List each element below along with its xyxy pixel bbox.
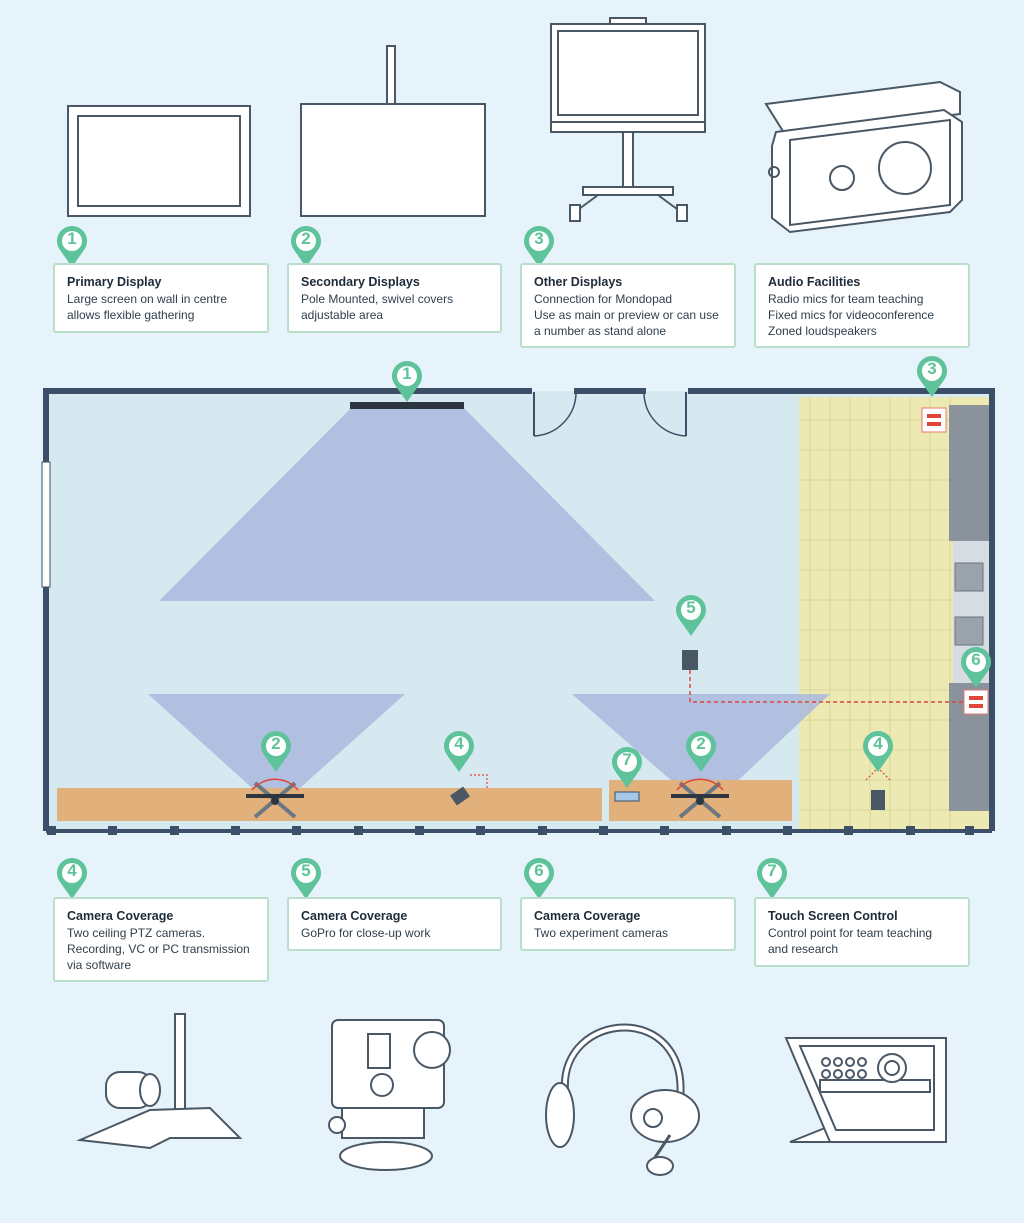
floor-plan: [41, 388, 995, 835]
info-card-camera-gopro: Camera Coverage GoPro for close-up work: [287, 897, 502, 951]
card-line: Radio mics for team teaching: [768, 292, 924, 306]
card-title: Audio Facilities: [768, 275, 861, 289]
card-line: Pole Mounted, swivel covers: [301, 292, 454, 306]
info-card-primary-display: Primary Display Large screen on wall in …: [53, 263, 269, 333]
marker-pin-icon: 5: [289, 858, 323, 900]
card-title: Primary Display: [67, 275, 162, 289]
card-title: Touch Screen Control: [768, 909, 898, 923]
info-card-other-displays: Other Displays Connection for Mondopad U…: [520, 263, 736, 348]
ptz-camera-icon: [76, 1013, 243, 1150]
loudspeaker-icon: [764, 80, 963, 234]
gopro-plan-icon: [450, 774, 488, 806]
marker-pin-icon: 6: [522, 858, 556, 900]
card-line: Connection for Mondopad: [534, 292, 673, 306]
card-line: Large screen on wall in centre: [67, 292, 228, 306]
info-card-secondary-displays: Secondary Displays Pole Mounted, swivel …: [287, 263, 502, 333]
plan-marker-pin-icon: 6: [959, 647, 993, 689]
plan-marker-pin-icon: 3: [915, 356, 949, 398]
plan-marker-pin-icon: 7: [610, 747, 644, 789]
gopro-camera-icon: [328, 1019, 451, 1171]
pole-display-plan-icon: [671, 778, 729, 819]
marker-pin-icon: 1: [55, 226, 89, 268]
card-line: Two experiment cameras: [534, 926, 669, 940]
pole-display-plan-icon: [246, 778, 304, 819]
wall-display-icon: [67, 105, 251, 217]
card-line: Two ceiling PTZ cameras.: [67, 926, 206, 940]
info-card-audio-facilities: Audio Facilities Radio mics for team tea…: [754, 263, 970, 348]
plan-marker-pin-icon: 2: [684, 731, 718, 773]
plan-marker-pin-icon: 5: [674, 595, 708, 637]
card-line: GoPro for close-up work: [301, 926, 431, 940]
card-line: Use as main or preview or can use: [534, 308, 719, 322]
card-title: Secondary Displays: [301, 275, 420, 289]
mobile-display-stand-icon: [550, 17, 706, 222]
card-line: Control point for team teaching: [768, 926, 933, 940]
info-card-camera-ptz: Camera Coverage Two ceiling PTZ cameras.…: [53, 897, 269, 982]
info-card-camera-experiment: Camera Coverage Two experiment cameras: [520, 897, 736, 951]
card-title: Other Displays: [534, 275, 623, 289]
card-line: and research: [768, 942, 839, 956]
plan-marker-pin-icon: 4: [442, 731, 476, 773]
touch-panel-icon: [784, 1037, 947, 1143]
plan-marker-pin-icon: 2: [259, 731, 293, 773]
plan-marker-pin-icon: 4: [861, 731, 895, 773]
card-title: Camera Coverage: [301, 909, 408, 923]
card-line: Recording, VC or PC transmission: [67, 942, 250, 956]
marker-pin-icon: 3: [522, 226, 556, 268]
card-line: Zoned loudspeakers: [768, 324, 877, 338]
card-line: Fixed mics for videoconference: [768, 308, 935, 322]
headset-mic-icon: [545, 1023, 700, 1176]
info-card-touch-screen: Touch Screen Control Control point for t…: [754, 897, 970, 967]
card-line: allows flexible gathering: [67, 308, 195, 322]
card-line: a number as stand alone: [534, 324, 667, 338]
card-line: via software: [67, 958, 132, 972]
marker-pin-icon: 4: [55, 858, 89, 900]
card-title: Camera Coverage: [534, 909, 641, 923]
pole-display-icon: [300, 45, 486, 217]
card-title: Camera Coverage: [67, 909, 174, 923]
plan-marker-pin-icon: 1: [390, 361, 424, 403]
card-line: adjustable area: [301, 308, 384, 322]
marker-pin-icon: 7: [755, 858, 789, 900]
marker-pin-icon: 2: [289, 226, 323, 268]
